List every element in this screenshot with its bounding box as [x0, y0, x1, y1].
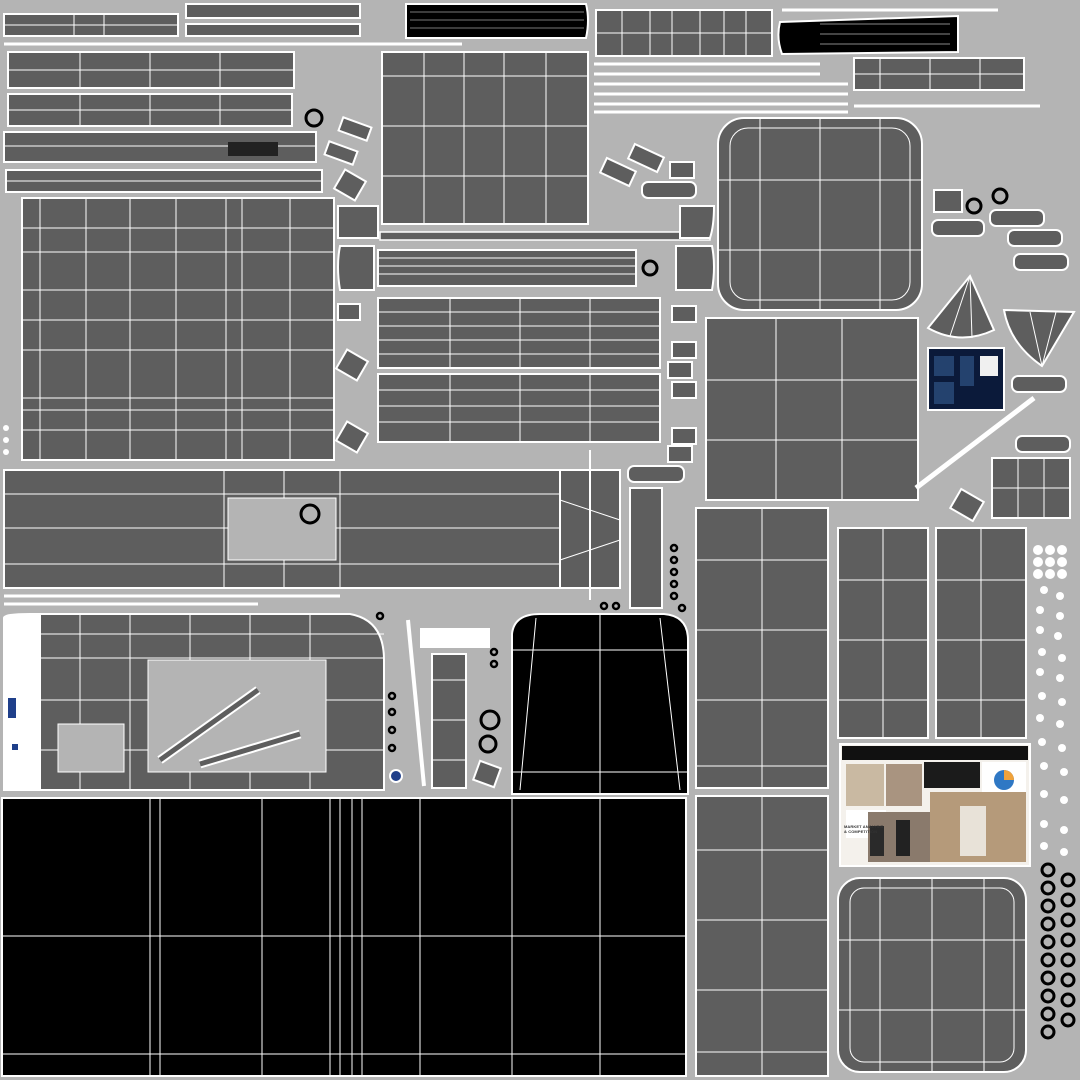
island-left-bars	[3, 51, 323, 193]
island-top-strip-b	[4, 3, 462, 46]
island-top-grid-panel	[595, 9, 773, 57]
embedded-document-heading-line-1: MARKET ANALYSIS	[844, 824, 884, 829]
island-top-strip-a	[3, 13, 179, 37]
right-column-rings	[1040, 862, 1076, 1040]
center-column-dots	[375, 543, 687, 753]
island-center-frames	[336, 205, 716, 443]
island-tall-panels	[695, 507, 1027, 1077]
island-middle-band	[3, 450, 663, 609]
island-left-large-grid	[21, 197, 335, 461]
island-center-top-grid	[381, 51, 589, 225]
island-black-bottom	[1, 797, 687, 1077]
island-top-right-dark-bar	[777, 8, 998, 56]
island-right-fans	[914, 274, 1076, 519]
island-right-center-grid	[705, 317, 919, 501]
island-bottom-left-detail	[3, 613, 490, 791]
embedded-document-heading: MARKET ANALYSIS & COMPETITION	[844, 824, 924, 834]
island-black-cavity	[511, 613, 689, 795]
small-parts	[299, 108, 1071, 789]
island-right-top-strips	[594, 57, 1040, 114]
island-right-rounded-square	[717, 117, 923, 311]
island-top-dark-bar	[405, 3, 589, 39]
right-column-white-dots	[3, 425, 1068, 856]
embedded-document-image	[839, 743, 1031, 867]
embedded-document-heading-line-2: & COMPETITION	[844, 829, 878, 834]
